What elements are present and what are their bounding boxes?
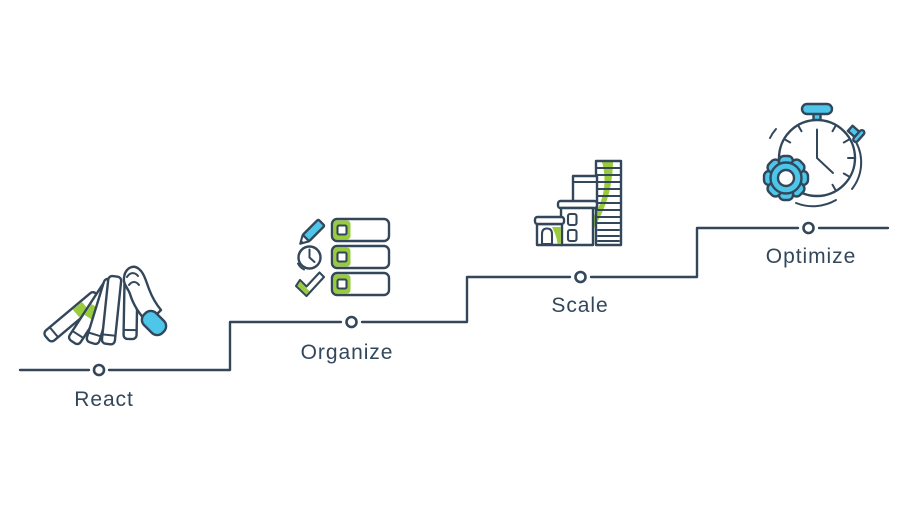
door — [540, 227, 554, 246]
clock-hands — [816, 128, 834, 174]
window — [566, 228, 578, 243]
step-node-scale — [574, 270, 587, 284]
stopwatch-side-button — [846, 124, 866, 144]
window — [566, 212, 578, 227]
motion-arcs — [769, 128, 863, 208]
step-node-react — [92, 363, 106, 377]
pencil-icon — [299, 218, 326, 245]
clock-icon — [297, 245, 322, 271]
step-label-react: React — [74, 388, 134, 411]
domino-4 — [100, 274, 123, 346]
checkbox-row-3 — [330, 271, 391, 297]
step-label-optimize: Optimize — [765, 245, 857, 268]
step-node-optimize — [802, 221, 815, 235]
step-label-organize: Organize — [300, 341, 394, 364]
stopwatch-crown — [800, 102, 834, 123]
small-house — [533, 215, 566, 247]
gear-icon — [762, 154, 810, 202]
step-node-organize — [345, 315, 358, 329]
stopwatch-gear-icon — [762, 102, 866, 208]
falling-dominoes-hand-icon — [43, 265, 168, 346]
checkmark-icon — [294, 271, 326, 298]
checkbox-row-1 — [330, 217, 391, 243]
main-building — [556, 199, 599, 247]
step-label-scale: Scale — [551, 294, 609, 317]
sleeve-cuff — [140, 309, 168, 337]
checkbox-row-2 — [330, 244, 391, 270]
checklist-icon — [294, 217, 391, 298]
staircase-path — [18, 226, 890, 372]
growing-building-icon — [533, 159, 623, 247]
hand-icon — [122, 265, 168, 337]
